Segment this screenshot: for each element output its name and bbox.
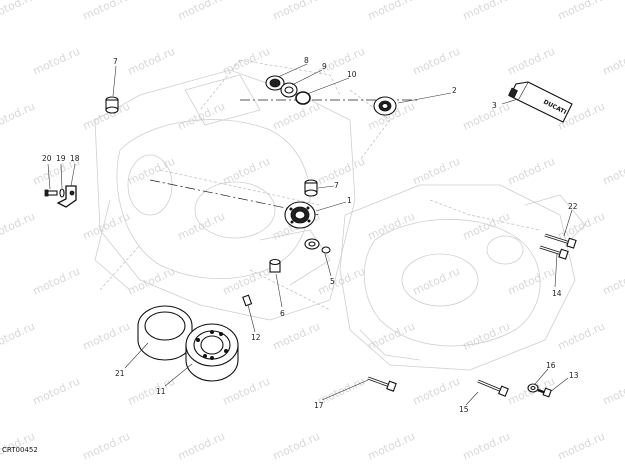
callout-2: 2 bbox=[452, 86, 457, 95]
watermark-text: motod.ru bbox=[601, 265, 625, 298]
leader-lines bbox=[47, 63, 573, 406]
callout-7-middle: 7 bbox=[334, 181, 339, 190]
watermark-text: motod.ru bbox=[556, 430, 607, 463]
part-15-long-bolt bbox=[477, 379, 509, 397]
callout-19: 19 bbox=[56, 154, 66, 163]
watermark-text: motod.ru bbox=[81, 0, 132, 23]
callout-18: 18 bbox=[70, 154, 80, 163]
watermark-text: motod.ru bbox=[556, 0, 607, 23]
watermark-text: motod.ru bbox=[556, 210, 607, 243]
callout-7-top: 7 bbox=[113, 57, 118, 66]
part-7-dowel-top bbox=[105, 96, 119, 114]
callout-labels: 7 8 9 10 2 3 7 1 5 6 12 20 19 18 21 11 2… bbox=[42, 56, 579, 414]
watermark-text: motod.ru bbox=[0, 320, 37, 353]
part-22-long-bolt bbox=[544, 233, 577, 249]
part-8-oil-seal bbox=[265, 75, 285, 91]
watermark-text: motod.ru bbox=[126, 45, 177, 78]
part-6-plug bbox=[269, 258, 281, 273]
part-16-washer bbox=[527, 383, 539, 393]
part-19-washer bbox=[59, 188, 65, 198]
watermark-text: motod.ru bbox=[601, 45, 625, 78]
watermark-text: motod.ru bbox=[271, 320, 322, 353]
part-14-bolt bbox=[539, 245, 569, 260]
callout-14: 14 bbox=[552, 289, 562, 298]
part-17-long-bolt bbox=[367, 376, 397, 392]
callout-20: 20 bbox=[42, 154, 52, 163]
assembly-guide-lines bbox=[99, 59, 541, 311]
watermark-text: motod.ru bbox=[0, 210, 37, 243]
watermark-text: motod.ru bbox=[31, 375, 82, 408]
watermark-text: motod.ru bbox=[31, 265, 82, 298]
part-21-bushing bbox=[137, 305, 193, 361]
watermark-text: motod.ru bbox=[221, 265, 272, 298]
watermark-text: motod.ru bbox=[176, 100, 227, 133]
watermark-text: motod.ru bbox=[411, 45, 462, 78]
watermark-text: motod.ru bbox=[271, 430, 322, 463]
callout-22: 22 bbox=[568, 202, 578, 211]
watermark-text: motod.ru bbox=[411, 265, 462, 298]
watermark-text: motod.ru bbox=[411, 375, 462, 408]
watermark-text: motod.ru bbox=[601, 375, 625, 408]
part-2-bearing bbox=[373, 96, 397, 116]
watermark-text: motod.ru bbox=[366, 320, 417, 353]
right-crankcase-half bbox=[339, 184, 586, 371]
watermark-text: motod.ru bbox=[31, 45, 82, 78]
watermark-text: motod.ru bbox=[366, 0, 417, 23]
callout-5: 5 bbox=[330, 277, 335, 286]
watermark-text: motod.ru bbox=[366, 210, 417, 243]
callout-17: 17 bbox=[314, 401, 324, 410]
callout-1: 1 bbox=[347, 196, 352, 205]
callout-21: 21 bbox=[115, 369, 125, 378]
watermark-text: motod.ru bbox=[506, 265, 557, 298]
part-10-circlip bbox=[295, 91, 311, 105]
part-5-washer bbox=[304, 238, 331, 254]
part-18-bracket bbox=[56, 185, 77, 208]
watermark-text: motod.ru bbox=[271, 100, 322, 133]
callout-15: 15 bbox=[459, 405, 469, 414]
part-7-dowel-middle bbox=[304, 179, 318, 197]
watermark-text: motod.ru bbox=[0, 100, 37, 133]
part-13-screw bbox=[537, 387, 552, 398]
watermark-text: motod.ru bbox=[176, 0, 227, 23]
watermark-text: motod.ru bbox=[411, 155, 462, 188]
callout-6: 6 bbox=[280, 309, 285, 318]
watermark-text: motod.ru bbox=[461, 320, 512, 353]
callout-9: 9 bbox=[322, 62, 327, 71]
callout-16: 16 bbox=[546, 361, 556, 370]
watermark-text: motod.ru bbox=[81, 320, 132, 353]
watermark-text: motod.ru bbox=[176, 430, 227, 463]
watermark-text: motod.ru bbox=[316, 155, 367, 188]
left-crankcase-half bbox=[94, 69, 356, 321]
part-1-main-bearing bbox=[284, 201, 316, 229]
part-3-sealant-tube: DUCATI bbox=[508, 81, 573, 123]
callout-3: 3 bbox=[492, 101, 497, 110]
watermark-text: motod.ru bbox=[461, 430, 512, 463]
watermark-text: motod.ru bbox=[366, 430, 417, 463]
watermark-text: motod.ru bbox=[601, 155, 625, 188]
part-11-roller-bearing bbox=[185, 323, 239, 382]
callout-12: 12 bbox=[251, 333, 261, 342]
part-12-pin bbox=[242, 294, 253, 307]
watermark-text: motod.ru bbox=[506, 45, 557, 78]
watermark-text: motod.ru bbox=[556, 320, 607, 353]
watermark-text: motod.ru bbox=[316, 265, 367, 298]
part-9-bearing bbox=[280, 82, 298, 98]
diagram-code: CRT00452 bbox=[2, 446, 38, 454]
watermark-text: motod.ru bbox=[506, 155, 557, 188]
watermark-text: motod.ru bbox=[0, 0, 37, 23]
callout-11: 11 bbox=[156, 387, 166, 396]
callout-10: 10 bbox=[347, 70, 357, 79]
watermark-text: motod.ru bbox=[176, 210, 227, 243]
watermark-text: motod.ru bbox=[126, 375, 177, 408]
part-20-bolt bbox=[44, 189, 58, 197]
watermark-text: motod.ru bbox=[271, 0, 322, 23]
watermark-text: motod.ru bbox=[461, 0, 512, 23]
callout-13: 13 bbox=[569, 371, 579, 380]
watermark-text: motod.ru bbox=[221, 375, 272, 408]
callout-8: 8 bbox=[304, 56, 309, 65]
watermark-text: motod.ru bbox=[81, 430, 132, 463]
watermark-text: motod.ru bbox=[461, 100, 512, 133]
